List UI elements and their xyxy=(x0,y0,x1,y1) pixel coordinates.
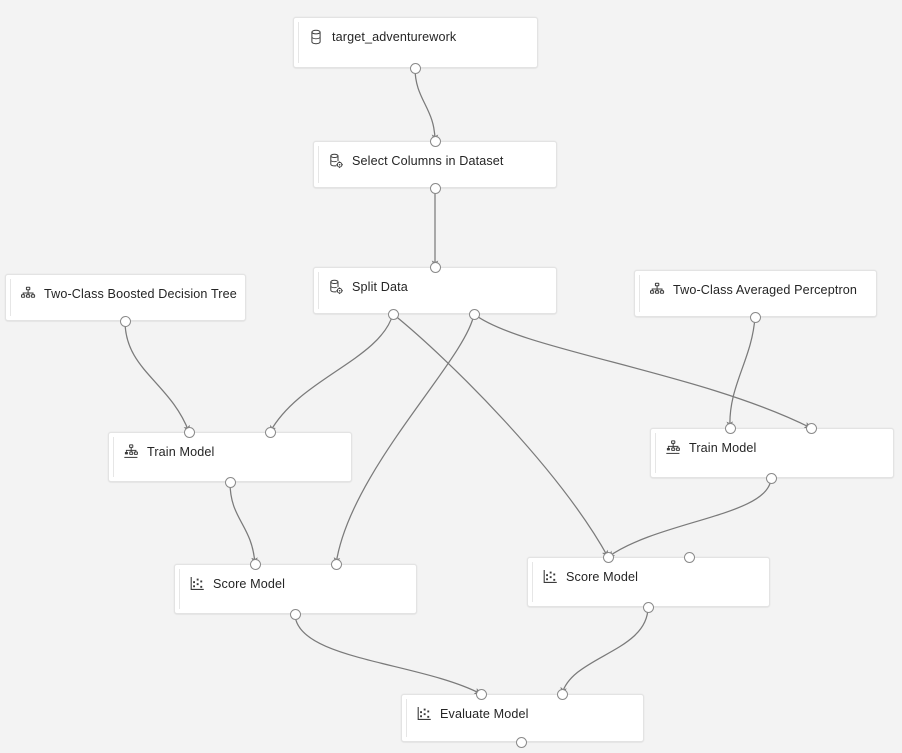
node-label: Two-Class Averaged Perceptron xyxy=(673,283,858,297)
output-port-split-data-2[interactable] xyxy=(468,308,480,320)
node-label: Two-Class Boosted Decision Tree xyxy=(44,287,237,301)
node-select-columns[interactable]: Select Columns in Dataset xyxy=(313,141,557,188)
node-train-model-right[interactable]: Train Model xyxy=(650,428,894,478)
edge-split2-to-score-left[interactable] xyxy=(333,313,475,565)
input-port-train-model-right-1[interactable] xyxy=(724,422,736,434)
node-header: Train Model xyxy=(665,439,885,457)
input-port-train-model-right-2[interactable] xyxy=(805,422,817,434)
node-accent-bar xyxy=(179,569,180,609)
edge-split2-to-train-right[interactable] xyxy=(473,313,812,429)
node-accent-bar xyxy=(318,272,319,309)
output-port-boosted-decision-tree-1[interactable] xyxy=(119,315,131,327)
node-boosted-decision-tree[interactable]: Two-Class Boosted Decision Tree xyxy=(5,274,246,321)
input-port-train-model-left-2[interactable] xyxy=(264,426,276,438)
node-label: Evaluate Model xyxy=(440,707,529,721)
input-port-split-data-1[interactable] xyxy=(429,261,441,273)
edge-score-right-to-evaluate[interactable] xyxy=(560,606,649,695)
node-label: Score Model xyxy=(566,570,639,584)
input-port-score-model-left-1[interactable] xyxy=(249,558,261,570)
node-accent-bar xyxy=(318,146,319,183)
node-evaluate-model[interactable]: Evaluate Model xyxy=(401,694,644,742)
node-dataset[interactable]: target_adventurework xyxy=(293,17,538,68)
node-train-model-left[interactable]: Train Model xyxy=(108,432,352,482)
output-port-train-model-left-1[interactable] xyxy=(224,476,236,488)
edge-score-left-to-evaluate[interactable] xyxy=(294,613,482,695)
node-score-model-left[interactable]: Score Model xyxy=(174,564,417,614)
output-port-score-model-right-1[interactable] xyxy=(642,601,654,613)
node-header: Evaluate Model xyxy=(416,705,635,723)
output-port-evaluate-model-1[interactable] xyxy=(515,736,527,748)
node-label: Score Model xyxy=(213,577,286,591)
node-label: Train Model xyxy=(689,441,757,455)
output-port-averaged-perceptron-1[interactable] xyxy=(749,311,761,323)
node-label: Split Data xyxy=(352,280,408,294)
node-label: target_adventurework xyxy=(332,30,457,44)
database-gear-icon xyxy=(328,153,344,169)
algorithm-tree-icon xyxy=(20,286,36,302)
edge-split1-to-score-right[interactable] xyxy=(392,313,609,558)
scatter-plot-icon xyxy=(416,706,432,722)
input-port-score-model-right-2[interactable] xyxy=(683,551,695,563)
node-accent-bar xyxy=(532,562,533,602)
input-port-evaluate-model-1[interactable] xyxy=(475,688,487,700)
edge-dataset-to-select[interactable] xyxy=(414,67,439,143)
edge-perceptron-to-train-right[interactable] xyxy=(726,316,756,429)
node-label: Select Columns in Dataset xyxy=(352,154,504,168)
input-port-score-model-left-2[interactable] xyxy=(330,558,342,570)
output-port-select-columns-1[interactable] xyxy=(429,182,441,194)
output-port-dataset-1[interactable] xyxy=(409,62,421,74)
node-split-data[interactable]: Split Data xyxy=(313,267,557,314)
node-header: Split Data xyxy=(328,278,548,296)
node-header: Two-Class Boosted Decision Tree xyxy=(20,285,237,303)
node-averaged-perceptron[interactable]: Two-Class Averaged Perceptron xyxy=(634,270,877,317)
node-header: Score Model xyxy=(189,575,408,593)
node-header: target_adventurework xyxy=(308,28,529,46)
database-gear-icon xyxy=(328,279,344,295)
scatter-plot-icon xyxy=(189,576,205,592)
node-accent-bar xyxy=(406,699,407,737)
input-port-score-model-right-1[interactable] xyxy=(602,551,614,563)
node-header: Two-Class Averaged Perceptron xyxy=(649,281,868,299)
node-accent-bar xyxy=(10,279,11,316)
node-score-model-right[interactable]: Score Model xyxy=(527,557,770,607)
output-port-split-data-1[interactable] xyxy=(387,308,399,320)
node-accent-bar xyxy=(113,437,114,477)
node-accent-bar xyxy=(639,275,640,312)
edge-train-left-to-score-left[interactable] xyxy=(229,481,258,565)
scatter-plot-icon xyxy=(542,569,558,585)
node-accent-bar xyxy=(298,22,299,63)
train-model-icon xyxy=(123,444,139,460)
output-port-score-model-left-1[interactable] xyxy=(289,608,301,620)
node-label: Train Model xyxy=(147,445,215,459)
edge-tree-to-train-left[interactable] xyxy=(124,320,190,433)
input-port-train-model-left-1[interactable] xyxy=(183,426,195,438)
input-port-evaluate-model-2[interactable] xyxy=(556,688,568,700)
edge-split1-to-train-left[interactable] xyxy=(269,313,394,433)
node-accent-bar xyxy=(655,433,656,473)
node-header: Train Model xyxy=(123,443,343,461)
node-header: Score Model xyxy=(542,568,761,586)
train-model-icon xyxy=(665,440,681,456)
output-port-train-model-right-1[interactable] xyxy=(765,472,777,484)
algorithm-tree-icon xyxy=(649,282,665,298)
node-header: Select Columns in Dataset xyxy=(328,152,548,170)
edge-train-right-to-score-right[interactable] xyxy=(607,477,772,558)
database-icon xyxy=(308,29,324,45)
input-port-select-columns-1[interactable] xyxy=(429,135,441,147)
